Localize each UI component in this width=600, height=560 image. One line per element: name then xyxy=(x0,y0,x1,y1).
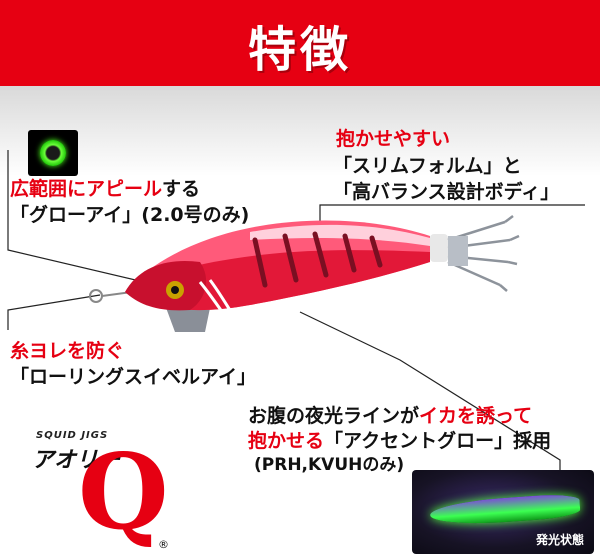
callout-glow-eye-line1: 広範囲にアピールする xyxy=(10,178,201,200)
callout-accent-line2: 抱かせる「アクセントグロー」採用 xyxy=(248,430,552,452)
callout-slim-form-line1: 抱かせやすい xyxy=(336,128,451,150)
callout-swivel-line2: 「ローリングスイベルアイ」 xyxy=(10,366,257,388)
callout-accent-line3: (PRH,KVUHのみ) xyxy=(254,455,405,475)
registered-mark: ® xyxy=(158,538,169,551)
header-banner: 特徴 xyxy=(0,0,600,86)
callout-glow-eye-line2: 「グローアイ」(2.0号のみ) xyxy=(10,204,250,226)
leader-line-accent xyxy=(299,311,561,470)
leader-line-glow-eye xyxy=(7,150,179,291)
squid-jig-image xyxy=(89,215,520,336)
keel-weight xyxy=(165,305,210,332)
logo-q-letter: Q xyxy=(78,430,169,553)
callout-accent-line1: お腹の夜光ラインがイカを誘って xyxy=(248,405,533,427)
callout-slim-form-line3: 「高バランス設計ボディ」 xyxy=(333,181,560,203)
leader-line-swivel xyxy=(7,294,101,330)
callout-slim-form-line2: 「スリムフォルム」と xyxy=(333,155,522,177)
glow-state-caption: 発光状態 xyxy=(535,533,584,547)
logo-main-text: アオリー xyxy=(32,448,121,473)
glow-eye-icon xyxy=(28,130,78,176)
callout-swivel-line1: 糸ヨレを防ぐ xyxy=(10,340,125,362)
aori-q-logo: SQUID JIGS アオリー Q ® xyxy=(26,430,176,556)
glowing-jig xyxy=(429,492,581,528)
page-title: 特徴 xyxy=(247,22,352,78)
background-gradient xyxy=(0,86,600,176)
glow-state-image: 発光状態 xyxy=(412,470,594,554)
logo-small-text: SQUID JIGS xyxy=(36,430,109,441)
